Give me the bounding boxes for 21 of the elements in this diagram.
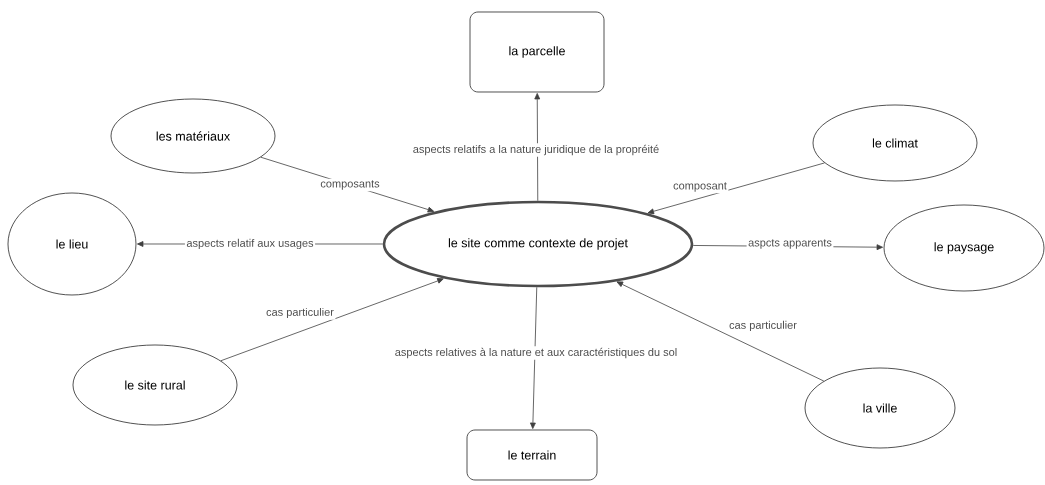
edge-label: composant	[671, 180, 729, 194]
ellipse-node: les matériaux	[110, 98, 276, 174]
rounded-box: la parcelle	[469, 11, 605, 93]
edge-label: cas particulier	[727, 319, 799, 333]
ellipse-node: le paysage	[883, 204, 1045, 292]
arrow	[647, 162, 825, 215]
ellipse-node: le lieu	[7, 192, 137, 296]
ellipse-node: le climat	[812, 104, 978, 182]
edge-label: cas particulier	[264, 306, 336, 320]
edge-label: aspects relatif aux usages	[184, 237, 316, 251]
arrow	[220, 278, 444, 362]
ellipse-node: le site rural	[72, 344, 238, 426]
edge-label: aspects relatifs a la nature juridique de la propréité	[411, 143, 661, 157]
arrow	[616, 281, 825, 382]
edge-label: aspcts apparents	[746, 237, 834, 251]
rounded-box: le terrain	[466, 429, 598, 481]
edge-label: composants	[318, 178, 382, 192]
arrow	[534, 93, 541, 202]
ellipse-node: la ville	[804, 367, 956, 449]
edge-label: aspects relatives à la nature et aux caractéristiques du sol	[393, 346, 679, 360]
arrow	[530, 286, 538, 429]
